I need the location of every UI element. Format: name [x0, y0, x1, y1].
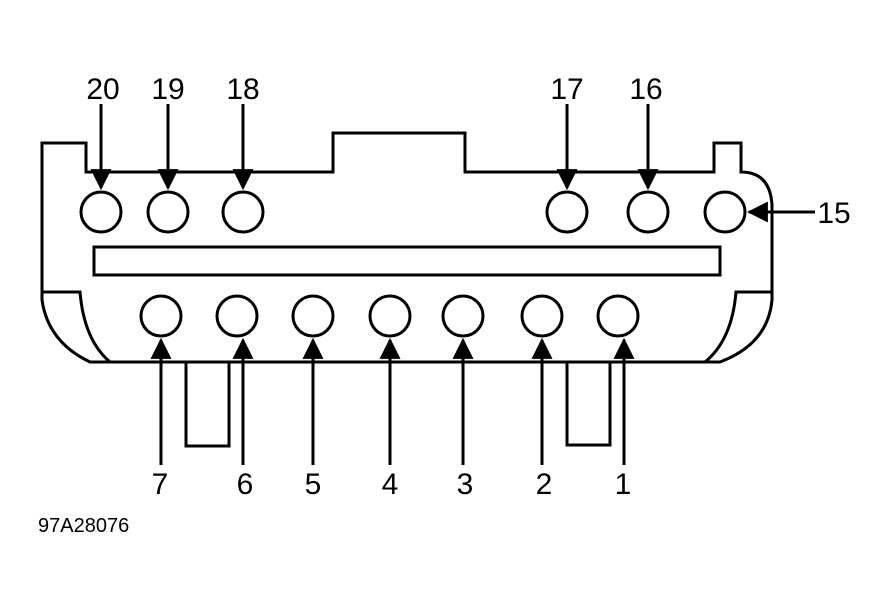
pin-label-6: 6: [237, 468, 254, 501]
pin-4-cavity: [368, 294, 412, 338]
pin-label-5: 5: [305, 468, 322, 501]
left-foot: [184, 362, 231, 448]
top-pin-row: [79, 190, 747, 234]
top-pin-labels: 20 19 18 17 16 15: [86, 73, 850, 230]
pin-6-cavity: [215, 294, 259, 338]
pin-16-cavity: [626, 190, 670, 234]
pin-1-cavity: [596, 294, 640, 338]
pin-label-17: 17: [550, 73, 583, 106]
pin-17-cavity: [545, 190, 589, 234]
pin-20-cavity: [79, 190, 123, 234]
connector-body: [40, 131, 774, 448]
pin-18-cavity: [221, 190, 265, 234]
bottom-pin-arrows: [150, 337, 635, 465]
pin-7-cavity: [139, 294, 183, 338]
bottom-pin-row: [139, 294, 640, 338]
connector-right-end: [700, 292, 774, 364]
pin-2-cavity: [520, 294, 564, 338]
pin-label-1: 1: [615, 468, 632, 501]
pin-15-cavity: [703, 190, 747, 234]
pin-label-2: 2: [536, 468, 553, 501]
pin-5-cavity: [291, 294, 335, 338]
pin-label-18: 18: [226, 73, 259, 106]
pin-label-7: 7: [152, 468, 169, 501]
connector-left-end: [40, 290, 110, 364]
center-key-bar: [92, 245, 722, 277]
right-foot: [565, 362, 612, 447]
pin-3-cavity: [441, 294, 485, 338]
pin-label-16: 16: [629, 73, 662, 106]
pin-label-15: 15: [817, 197, 850, 230]
top-pin-arrows: [90, 104, 815, 223]
pin-label-20: 20: [86, 73, 119, 106]
connector-left-latch: [42, 290, 111, 364]
pin-label-19: 19: [151, 73, 184, 106]
pin-label-4: 4: [382, 468, 399, 501]
bottom-pin-labels: 7 6 5 4 3 2 1: [152, 468, 632, 501]
pin-19-cavity: [146, 190, 190, 234]
connector-right-latch: [704, 290, 772, 364]
pin-label-3: 3: [457, 468, 474, 501]
figure-id: 97A28076: [38, 515, 129, 537]
